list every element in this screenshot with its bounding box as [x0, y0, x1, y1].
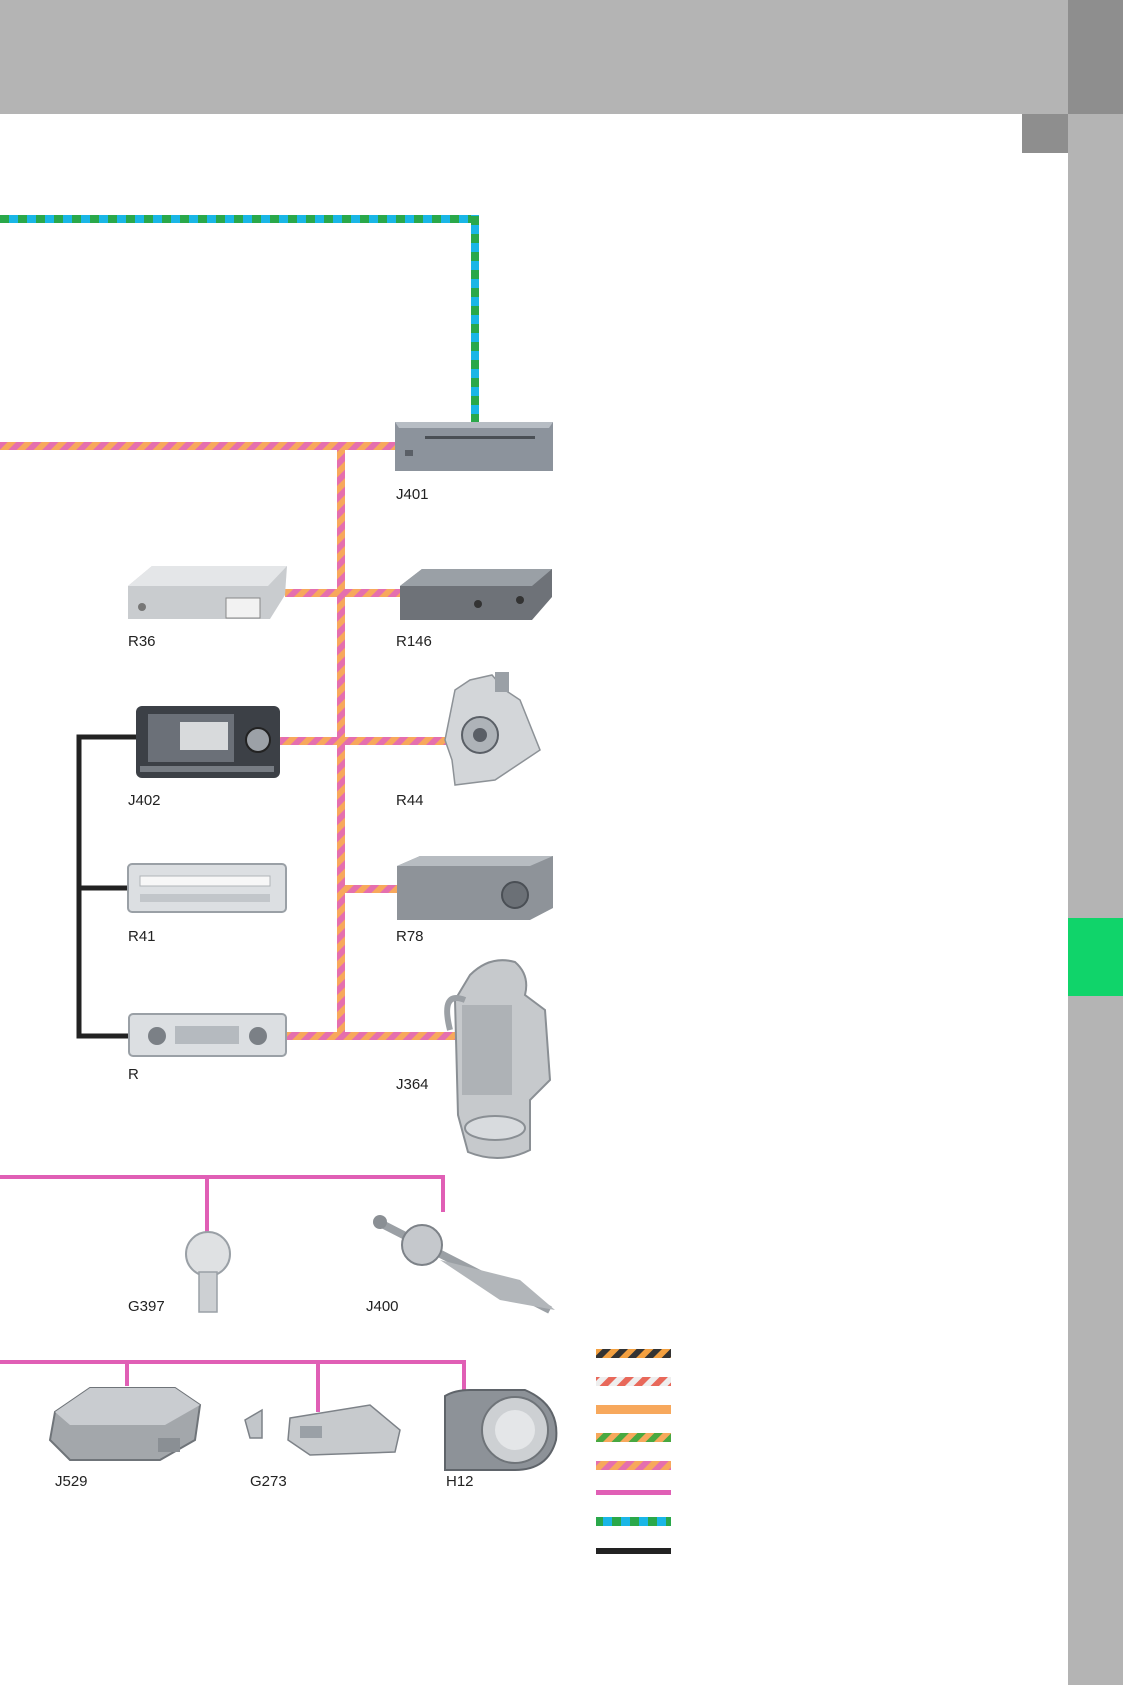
legend-item-cyan-green-dash — [596, 1517, 671, 1526]
label-R44: R44 — [396, 792, 424, 809]
label-J529: J529 — [55, 1473, 88, 1490]
label-J402: J402 — [128, 792, 161, 809]
legend-item-black-solid — [596, 1548, 671, 1554]
infotainment-bus-trunk — [0, 442, 395, 450]
bus-branch-r-j364 — [285, 1032, 455, 1040]
component-R44[interactable] — [445, 672, 540, 785]
component-J529[interactable] — [50, 1388, 200, 1460]
label-R36: R36 — [128, 633, 156, 650]
component-R78[interactable] — [397, 856, 553, 920]
component-G273[interactable] — [245, 1405, 400, 1455]
legend — [596, 1349, 671, 1554]
label-R: R — [128, 1066, 139, 1083]
label-G273: G273 — [250, 1473, 287, 1490]
component-J364[interactable] — [447, 960, 550, 1158]
label-H12: H12 — [446, 1473, 474, 1490]
component-J402[interactable] — [136, 706, 280, 778]
bus-branch-r36-r146 — [285, 589, 400, 597]
label-J364: J364 — [396, 1076, 429, 1093]
component-R146[interactable] — [400, 569, 552, 620]
bus-branch-j402-r44 — [280, 737, 452, 745]
label-G397: G397 — [128, 1298, 165, 1315]
legend-item-orange-black-stripe — [596, 1349, 671, 1358]
label-J400: J400 — [366, 1298, 399, 1315]
legend-item-pink-solid — [596, 1490, 671, 1495]
legend-item-red-white-stripe — [596, 1377, 671, 1386]
component-R36[interactable] — [128, 566, 287, 619]
label-R41: R41 — [128, 928, 156, 945]
legend-item-orange-pink-stripe — [596, 1461, 671, 1470]
most-bus-line — [0, 215, 479, 223]
label-R146: R146 — [396, 633, 432, 650]
component-R[interactable] — [129, 1014, 286, 1056]
legend-item-orange-solid — [596, 1405, 671, 1414]
bus-branch-r78 — [341, 885, 401, 893]
most-bus-drop — [471, 215, 479, 425]
label-R78: R78 — [396, 928, 424, 945]
lin-bus-lower — [0, 1362, 464, 1392]
legend-item-orange-green-stripe — [596, 1433, 671, 1442]
component-G397[interactable] — [186, 1232, 230, 1312]
component-R41[interactable] — [128, 864, 286, 912]
component-J400[interactable] — [373, 1215, 555, 1310]
label-J401: J401 — [396, 486, 429, 503]
component-H12[interactable] — [445, 1390, 556, 1470]
component-J401[interactable] — [395, 422, 553, 471]
lin-bus-upper — [0, 1177, 443, 1212]
